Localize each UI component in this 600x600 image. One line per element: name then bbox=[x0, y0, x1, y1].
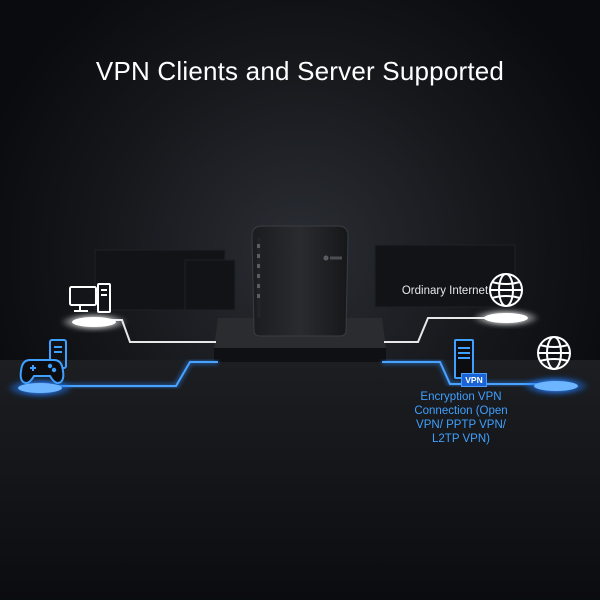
ordinary-internet-line bbox=[384, 317, 508, 343]
gamepad-glow-pad bbox=[6, 378, 74, 398]
ordinary-internet-label: Ordinary Internet bbox=[401, 285, 489, 297]
encryption-vpn-label: Encryption VPN Connection (Open VPN/ PPT… bbox=[414, 391, 508, 445]
globe-glow-pad-ordinary bbox=[472, 309, 540, 327]
floor bbox=[0, 360, 600, 600]
vpn-connection-lines bbox=[40, 359, 556, 389]
page-title: VPN Clients and Server Supported bbox=[95, 56, 505, 86]
globe-glow-pad-vpn bbox=[522, 376, 590, 396]
globe-icon bbox=[489, 273, 523, 307]
desktop-computer-icon bbox=[69, 283, 111, 313]
desktop-glow-pad bbox=[60, 313, 128, 331]
vpn-tag: VPN bbox=[461, 373, 487, 387]
gamepad-icon bbox=[19, 339, 67, 385]
router-icon bbox=[251, 225, 349, 337]
globe-icon-vpn bbox=[537, 336, 571, 370]
